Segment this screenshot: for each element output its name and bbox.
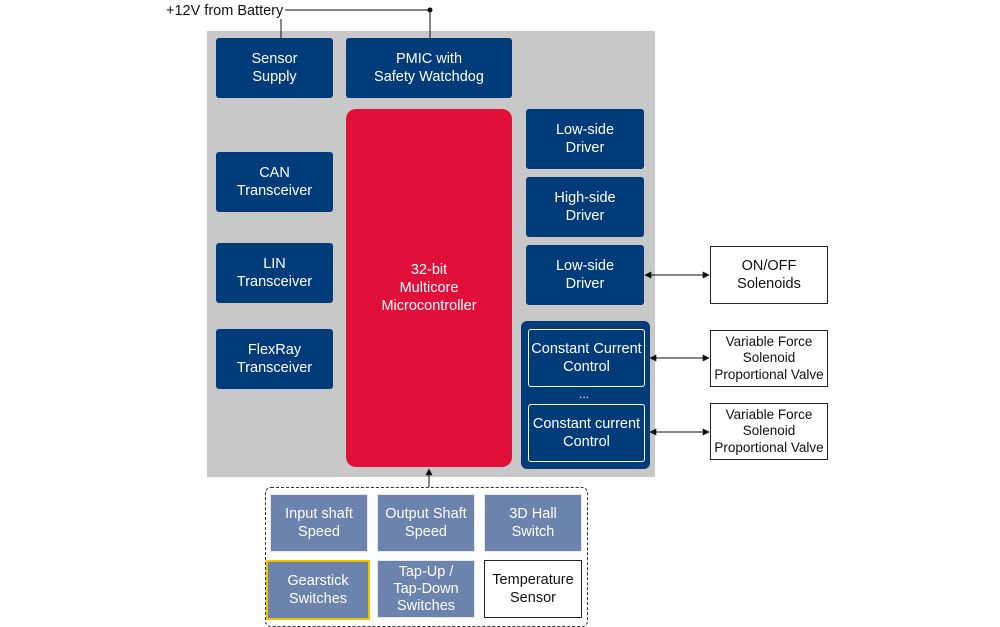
onoff-line-1: ON/OFF bbox=[741, 258, 797, 274]
sensor-supply-block: Sensor Supply bbox=[216, 38, 333, 98]
hall-switch-block: 3D Hall Switch bbox=[484, 494, 582, 552]
mcu-line-1: 32-bit bbox=[410, 262, 448, 278]
vfs-1-line-3: Proportional Valve bbox=[714, 366, 824, 382]
gearstick-switches-block: Gearstick Switches bbox=[266, 560, 370, 620]
vfs-1-line-1: Variable Force bbox=[725, 333, 813, 349]
mcu-line-2: Multicore bbox=[399, 280, 459, 296]
can-line-2: Transceiver bbox=[236, 183, 313, 199]
ccc-2-line-1: Constant current bbox=[532, 416, 641, 432]
output-shaft-line-1: Output Shaft bbox=[385, 506, 467, 522]
temperature-line-2: Sensor bbox=[510, 590, 556, 606]
power-junction-2 bbox=[427, 7, 433, 13]
hall-line-2: Switch bbox=[511, 524, 555, 540]
gearstick-line-2: Switches bbox=[288, 591, 348, 607]
lin-line-2: Transceiver bbox=[236, 274, 313, 290]
constant-current-control-2-block: Constant current Control bbox=[528, 404, 645, 462]
onoff-line-2: Solenoids bbox=[737, 276, 801, 292]
vfs-1-line-2: Solenoid bbox=[742, 350, 796, 366]
constant-current-group bbox=[521, 321, 650, 469]
low-side-driver-1-block: Low-side Driver bbox=[526, 109, 644, 169]
lin-line-1: LIN bbox=[263, 256, 286, 272]
microcontroller-block: 32-bit Multicore Microcontroller bbox=[346, 109, 512, 467]
pmic-line-1: PMIC with bbox=[395, 51, 463, 67]
variable-force-solenoid-2-block: Variable Force Solenoid Proportional Val… bbox=[710, 403, 828, 460]
ccc-ellipsis: ... bbox=[579, 387, 590, 401]
can-transceiver-block: CAN Transceiver bbox=[216, 152, 333, 212]
ccc-2-line-2: Control bbox=[563, 434, 610, 450]
vfs-2-line-1: Variable Force bbox=[725, 406, 813, 422]
hall-line-1: 3D Hall bbox=[509, 506, 557, 522]
sensor-supply-line-2: Supply bbox=[252, 69, 297, 85]
tap-line-1: Tap-Up / bbox=[398, 563, 454, 580]
variable-force-solenoid-1-block: Variable Force Solenoid Proportional Val… bbox=[710, 330, 828, 387]
highside-line-1: High-side bbox=[554, 190, 616, 206]
pmic-block: PMIC with Safety Watchdog bbox=[346, 38, 512, 98]
lowside-2-line-2: Driver bbox=[565, 276, 605, 292]
high-side-driver-block: High-side Driver bbox=[526, 177, 644, 237]
input-shaft-speed-block: Input shaft Speed bbox=[270, 494, 368, 552]
input-shaft-line-1: Input shaft bbox=[285, 506, 353, 522]
can-line-1: CAN bbox=[259, 165, 290, 181]
input-shaft-line-2: Speed bbox=[298, 524, 340, 540]
tap-switches-block: Tap-Up / Tap-Down Switches bbox=[377, 560, 475, 618]
pmic-line-2: Safety Watchdog bbox=[374, 69, 484, 85]
mcu-line-3: Microcontroller bbox=[381, 298, 477, 314]
tap-line-3: Switches bbox=[396, 597, 456, 614]
temperature-sensor-block: Temperature Sensor bbox=[484, 560, 582, 618]
onoff-solenoids-block: ON/OFF Solenoids bbox=[710, 246, 828, 304]
highside-line-2: Driver bbox=[565, 208, 605, 224]
output-shaft-line-2: Speed bbox=[405, 524, 447, 540]
vfs-2-line-2: Solenoid bbox=[742, 423, 796, 439]
temperature-line-1: Temperature bbox=[492, 572, 574, 588]
flexray-transceiver-block: FlexRay Transceiver bbox=[216, 329, 333, 389]
sensor-supply-line-1: Sensor bbox=[251, 51, 298, 67]
lowside-1-line-1: Low-side bbox=[555, 122, 615, 138]
ccc-1-line-1: Constant Current bbox=[531, 341, 642, 357]
tap-line-2: Tap-Down bbox=[393, 580, 459, 597]
flexray-line-1: FlexRay bbox=[247, 342, 302, 358]
low-side-driver-2-block: Low-side Driver bbox=[526, 245, 644, 305]
lowside-2-line-1: Low-side bbox=[555, 258, 615, 274]
lowside-1-line-2: Driver bbox=[565, 140, 605, 156]
flexray-line-2: Transceiver bbox=[236, 360, 313, 376]
power-label: +12V from Battery bbox=[166, 3, 286, 19]
gearstick-line-1: Gearstick bbox=[287, 573, 349, 589]
constant-current-control-1-block: Constant Current Control bbox=[528, 329, 645, 387]
vfs-2-line-3: Proportional Valve bbox=[714, 439, 824, 455]
ccc-1-line-2: Control bbox=[563, 359, 610, 375]
lin-transceiver-block: LIN Transceiver bbox=[216, 243, 333, 303]
output-shaft-speed-block: Output Shaft Speed bbox=[377, 494, 475, 552]
